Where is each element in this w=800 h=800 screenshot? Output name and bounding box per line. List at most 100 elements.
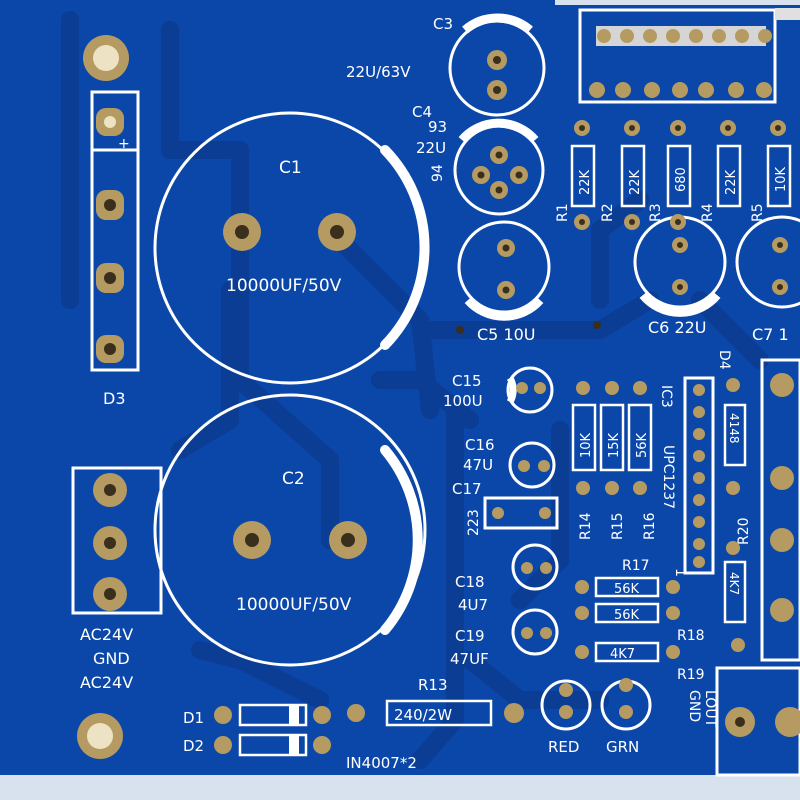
capacitor-c1: C1 10000UF/50V [153,111,430,385]
resistor-r17: R17 56K [575,558,680,598]
c16-label: C16 [465,436,495,454]
r15-label: R15 [610,512,626,540]
capacitor-c7: C7 1 [735,215,800,344]
c15-value: 100U [443,392,483,410]
board-edge-top [555,0,800,5]
r5-value: 10K [774,166,789,192]
resistor-r13: R13 240/2W [347,676,524,727]
label-94: 94 [430,164,446,182]
capacitor-c15: C15 100U [443,366,554,414]
c3-label: C3 [433,15,453,33]
c1-value: 10000UF/50V [226,276,342,296]
gnd-label: GND [93,649,130,668]
c6-label: C6 22U [648,318,707,337]
red-label: RED [548,738,579,756]
resistor-r1: 22K R1 [555,120,596,230]
board-edge-bottom [0,775,800,800]
r14-value: 10K [579,432,594,458]
c17-value: 223 [466,509,482,536]
led-green: GRN [600,678,652,756]
c19-value: 47UF [450,650,489,668]
diode-d1: D1 [183,703,331,727]
ic3-part: UPC1237 [660,445,676,509]
led-red: RED [540,679,592,756]
r3-value: 680 [674,167,689,192]
d3-label: D3 [103,389,126,408]
resistor-r19: 4K7 R19 [575,641,705,683]
c18-label: C18 [455,573,485,591]
diode-d2: D2 IN4007*2 [183,733,417,772]
r4-value: 22K [724,169,739,195]
resistor-r2: 22K R2 [600,120,646,230]
capacitor-c3: C3 22U/63V [346,13,546,117]
r1-label: R1 [555,203,571,222]
r19-value: 4K7 [610,647,635,662]
r1-value: 22K [578,169,593,195]
ic3: IC3 UPC1237 1 [658,376,715,577]
label-93: 93 [428,118,447,136]
c16-value: 47U [463,456,493,474]
grn-label: GRN [606,738,639,756]
r13-value: 240/2W [394,706,452,724]
r13-label: R13 [418,676,448,694]
c18-value: 4U7 [458,596,488,614]
r15-value: 15K [607,432,622,458]
r2-label: R2 [600,203,616,222]
c1-label: C1 [279,158,302,178]
c2-label: C2 [282,469,305,489]
c2-value: 10000UF/50V [236,595,352,615]
d4-value: 4148 [727,413,741,444]
r20-label: R20 [736,517,752,545]
d4-label: D4 [716,350,732,370]
c7-label: C7 1 [752,325,789,344]
resistor-r14: 10K R14 [571,381,597,540]
d1-label: D1 [183,709,204,727]
bridge-rectifier-d3: + D3 [90,90,140,408]
header-top [578,8,800,104]
lout-label: LOUT [702,690,718,728]
ac-input-connector: AC24V GND AC24V [71,466,163,692]
pad-hole [341,533,355,547]
capacitor-c6: C6 22U [633,214,727,337]
resistor-r18: 56K R18 [575,602,705,644]
r2-value: 22K [628,169,643,195]
c3-value: 22U/63V [346,63,411,81]
resistor-r5: 10K R5 [750,120,792,222]
r19-label: R19 [677,667,705,683]
capacitor-c19: C19 47UF [450,608,559,668]
r3-label: R3 [648,203,664,222]
ac-label-1: AC24V [80,625,133,644]
capacitor-c18: C18 4U7 [455,543,559,614]
r18-label: R18 [677,628,705,644]
copper-traces [61,11,769,769]
resistor-r15: 15K R15 [599,381,626,540]
r20-value: 4K7 [727,572,741,595]
output-connector: GND LOUT [686,666,800,777]
d3-plus: + [118,136,130,152]
capacitor-c5: C5 10U [456,220,601,344]
r16-value: 56K [635,432,650,458]
capacitor-c4: C4 22U 93 94 [412,103,545,216]
resistor-r4: 22K R4 [700,120,742,222]
r17-value: 56K [614,582,640,597]
ic3-pin1: 1 [672,568,688,577]
r16-label: R16 [642,512,658,540]
pad-hole [245,533,259,547]
c4-label: C4 [412,103,432,121]
ic3-label: IC3 [658,385,674,408]
c15-label: C15 [452,372,482,390]
c17-label: C17 [452,480,482,498]
pad-hole [330,225,344,239]
resistor-r3: 680 R3 [648,120,692,222]
c5-label: C5 10U [477,325,536,344]
r4-label: R4 [700,203,716,222]
capacitor-c2: C2 10000UF/50V [153,393,427,667]
r17-label: R17 [622,558,650,574]
resistor-r16: 56K R16 [627,381,658,540]
c4-value: 22U [416,139,446,157]
c19-label: C19 [455,627,485,645]
gnd-out-label: GND [686,690,702,722]
ac-label-2: AC24V [80,673,133,692]
